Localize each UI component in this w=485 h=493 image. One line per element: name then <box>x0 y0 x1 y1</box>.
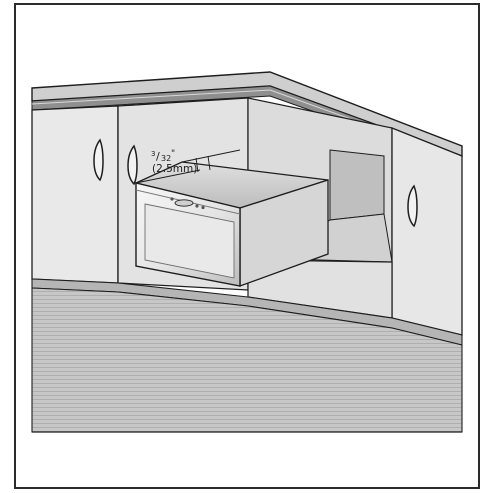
metric-dimension: (2.5mm) <box>152 163 197 175</box>
inch-mark: " <box>171 149 175 159</box>
fraction-slash: / <box>156 150 160 163</box>
drawer-control-knob <box>174 199 194 207</box>
door-handle-left <box>93 138 104 182</box>
dimension-line <box>135 169 201 184</box>
dimension-tick <box>207 155 211 171</box>
drawer-indicator-dot <box>195 204 199 208</box>
dimension-label: 3 / 32 " (2.5mm) <box>151 149 197 175</box>
door-handle-right <box>407 184 418 228</box>
door-handle-center <box>127 144 138 186</box>
drawer-indicator-dot <box>170 197 174 201</box>
fraction-denominator: 32 <box>161 154 171 163</box>
fraction-numerator: 3 <box>151 150 155 158</box>
cabinet-front-right <box>391 127 463 336</box>
cabinet-front-left <box>31 105 119 284</box>
drawer-front-panel <box>144 203 235 279</box>
dimension-line <box>181 149 241 163</box>
dimension-tick <box>195 157 199 173</box>
countertop-highlight <box>31 89 271 105</box>
drawer-indicator-dot <box>201 205 205 210</box>
opening-side-wall <box>329 149 385 221</box>
